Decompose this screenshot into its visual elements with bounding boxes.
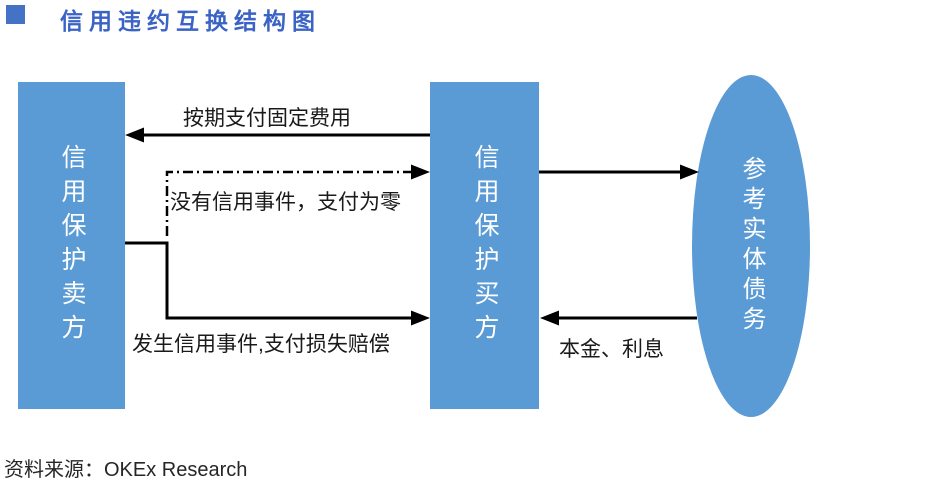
arrow-principal-interest	[540, 310, 697, 326]
node-protection-buyer: 信用保护买方	[430, 82, 539, 409]
node-reference-entity-debt: 参考实体债务	[692, 75, 810, 417]
data-source-note: 资料来源：OKEx Research	[4, 459, 248, 481]
figure-title: 信用违约互换结构图	[60, 8, 321, 34]
title-bullet-icon	[6, 5, 25, 24]
node-protection-seller: 信用保护卖方	[18, 82, 125, 409]
figure-header: 信用违约互换结构图	[0, 0, 927, 40]
arrow-buyer-to-reference	[539, 164, 699, 180]
protection-seller-label: 信用保护卖方	[58, 143, 86, 348]
arrow-credit-event	[125, 241, 430, 326]
label-fixed-fee: 按期支付固定费用	[183, 107, 351, 130]
label-credit-event: 发生信用事件,支付损失赔偿	[132, 333, 390, 356]
protection-buyer-label: 信用保护买方	[471, 143, 499, 348]
label-principal-interest: 本金、利息	[559, 338, 664, 361]
label-no-credit-event: 没有信用事件，支付为零	[170, 191, 401, 214]
reference-entity-debt-label: 参考实体债务	[738, 156, 765, 336]
